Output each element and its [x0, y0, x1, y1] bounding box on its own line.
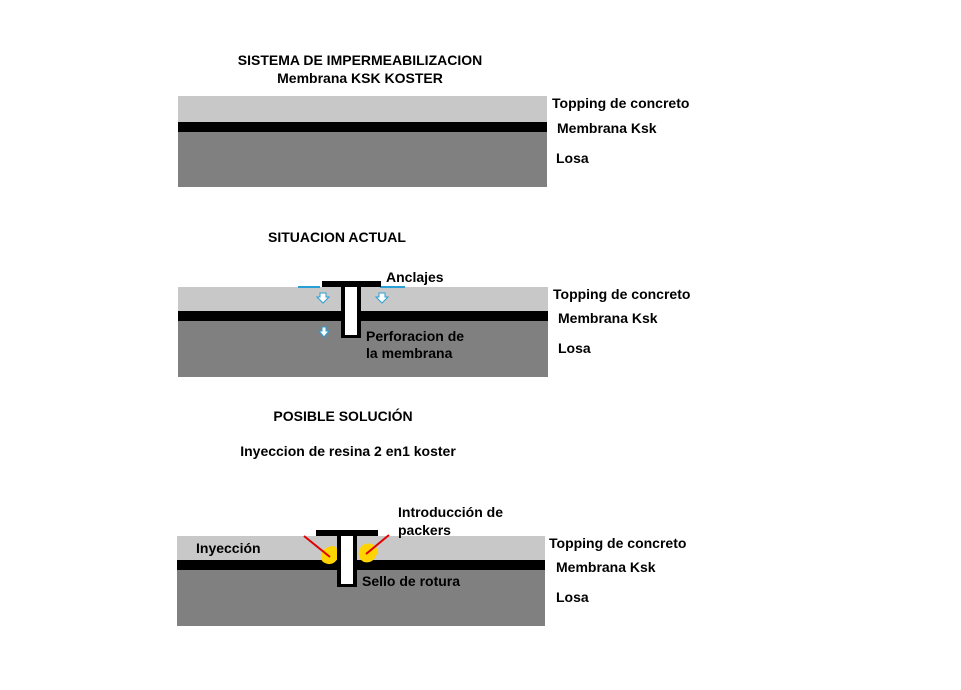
section1-title-line1: SISTEMA DE IMPERMEABILIZACION [238, 52, 483, 68]
slab-layer [178, 132, 547, 187]
membrane-label: Membrana Ksk [557, 120, 657, 136]
section3-subtitle: Inyeccion de resina 2 en1 koster [240, 443, 456, 459]
water-arrow-icon [317, 326, 331, 338]
membrane-layer [177, 560, 545, 570]
section1-title-line2: Membrana KSK KOSTER [277, 70, 443, 86]
topping-label: Topping de concreto [553, 286, 690, 302]
slab-layer [178, 321, 548, 377]
section-system: SISTEMA DE IMPERMEABILIZACION Membrana K… [178, 52, 689, 187]
membrane-label: Membrana Ksk [558, 310, 658, 326]
slab-label: Losa [556, 150, 589, 166]
topping-label: Topping de concreto [552, 95, 689, 111]
slab-label: Losa [556, 589, 589, 605]
section2-title: SITUACION ACTUAL [268, 229, 406, 245]
section3-title: POSIBLE SOLUCIÓN [273, 407, 412, 424]
resin-blob-left [320, 546, 339, 565]
injection-label: Inyección [196, 540, 261, 556]
water-arrow-icon [374, 292, 390, 304]
slab-layer [177, 570, 545, 626]
membrane-label: Membrana Ksk [556, 559, 656, 575]
section-current-situation: SITUACION ACTUAL Anclajes Topping de con… [178, 229, 690, 377]
perforation-label-line1: Perforacion de [366, 328, 464, 344]
anchor-label: Anclajes [386, 269, 444, 285]
section-possible-solution: POSIBLE SOLUCIÓN Inyeccion de resina 2 e… [177, 407, 686, 626]
water-arrow-icon [315, 292, 331, 304]
membrane-layer [178, 122, 547, 132]
packer-head [316, 530, 378, 536]
membrane-layer [178, 311, 548, 321]
anchor-head [322, 281, 381, 287]
slab-label: Losa [558, 340, 591, 356]
topping-label: Topping de concreto [549, 535, 686, 551]
topping-layer [178, 287, 548, 311]
topping-layer [178, 96, 547, 122]
packers-label-line1: Introducción de [398, 504, 503, 520]
packer-shaft [341, 536, 353, 584]
packers-label-line2: packers [398, 522, 451, 538]
seal-label: Sello de rotura [362, 573, 460, 589]
perforation-label-line2: la membrana [366, 345, 453, 361]
injection-arrow-left-icon [303, 535, 331, 558]
anchor-shaft [345, 287, 357, 335]
injection-arrow-right-icon [365, 534, 390, 555]
